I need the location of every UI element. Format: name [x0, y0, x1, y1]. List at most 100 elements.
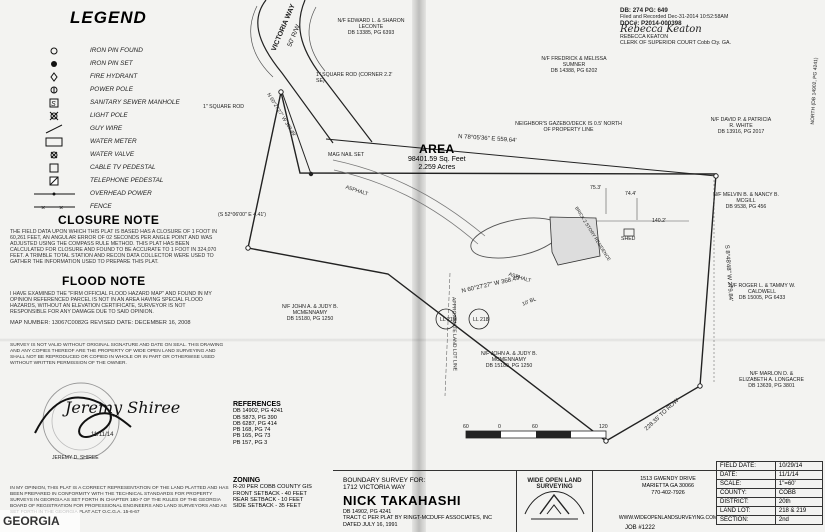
tie-line-label: (S 52°06'00" E 4.41')	[218, 212, 267, 218]
closure-note-title: CLOSURE NOTE	[58, 213, 160, 227]
manhole-icon: S	[49, 98, 59, 108]
legend-item-telephone: TELEPHONE PEDESTAL	[32, 175, 252, 187]
surveyor-signature: Jeremy Shiree	[65, 398, 181, 417]
area-acres: 2.259 Acres	[418, 164, 456, 171]
flood-map-number: MAP NUMBER: 13067C0082G REVISED DATE: DE…	[10, 320, 191, 326]
legend-item-fire-hydrant: FIRE HYDRANT	[32, 71, 252, 83]
iron-pin-marker-4	[697, 383, 703, 389]
iron-pin-marker-3	[713, 173, 719, 179]
filled-circle-icon	[51, 61, 57, 67]
legend-title: LEGEND	[70, 8, 147, 27]
road-curb-east	[308, 6, 326, 72]
reference-item: PB 165, PG 73	[233, 433, 271, 440]
seal-date: 11/11/14	[91, 432, 114, 438]
legend-item-cable-tv: CABLE TV PEDESTAL	[32, 162, 252, 174]
road-edge-east	[299, 0, 373, 143]
flood-note-title: FLOOD NOTE	[62, 274, 146, 288]
shed-footprint	[623, 228, 635, 237]
legend-item-overhead-power: OVERHEAD POWER	[32, 188, 252, 200]
lot-219-circle	[435, 308, 457, 330]
validity-note: SURVEY IS NOT VALID WITHOUT ORIGINAL SIG…	[10, 343, 224, 366]
survey-for-label: BOUNDARY SURVEY FOR:	[343, 477, 426, 484]
svg-text:S: S	[51, 101, 56, 108]
zoning-district: R-20 PER COBB COUNTY GIS	[233, 484, 312, 491]
field-date-row: FIELD DATE:10/29/14	[716, 461, 824, 471]
plat-data-table: FIELD DATE:10/29/14 DATE:11/1/14 SCALE:1…	[716, 461, 824, 525]
legend-label: IRON PIN SET	[90, 60, 133, 67]
legend-item-fence: ×× FENCE	[32, 201, 252, 213]
references-title: REFERENCES	[233, 401, 281, 408]
references-block: REFERENCES DB 14902, PG 4241 DB 5873, PG…	[233, 401, 283, 446]
scale-bar-segment-2	[536, 431, 571, 438]
lot-218-label: LL 218	[473, 317, 489, 323]
company-logo: WIDE OPEN LAND SURVEYING	[516, 471, 593, 532]
scale-label-120: 120	[599, 424, 608, 430]
guy-wire-icon	[45, 124, 63, 134]
company-address: 1513 GWENDY DRIVE	[640, 476, 696, 482]
lot-219-label: LL 219	[440, 317, 456, 323]
closure-note-text: THE FIELD DATA UPON WHICH THIS PLAT IS B…	[10, 229, 217, 265]
road-edge-west	[257, 0, 334, 144]
company-website: WWW.WIDEOPENLANDSURVEYING.COM	[618, 515, 718, 521]
iron-pin-marker-1	[278, 89, 284, 95]
svg-text:×: ×	[59, 205, 63, 212]
survey-record-info: DB 14902, PG 4241 TRACT C PER PLAT BY RI…	[343, 509, 513, 528]
frontage-line	[281, 91, 312, 175]
hydrant-icon	[50, 72, 58, 82]
table-value: 2nd	[774, 515, 824, 525]
svg-text:×: ×	[41, 205, 45, 212]
recording-filed: Filed and Recorded Dec-31-2014 10:52:58A…	[620, 14, 729, 21]
reference-item: DB 5873, PG 390	[233, 414, 277, 421]
survey-address: 1712 VICTORIA WAY	[343, 484, 406, 491]
legend-label: GUY WIRE	[90, 125, 123, 132]
legend-panel: LEGEND IRON PIN FOUND IRON PIN SET FIRE …	[8, 8, 273, 218]
table-label: COUNTY:	[716, 488, 776, 498]
legend-item-light-pole: LIGHT POLE	[32, 110, 252, 122]
table-label: DATE:	[716, 470, 776, 480]
mag-nail-label: MAG NAIL SET	[328, 152, 365, 158]
zoning-block: ZONING R-20 PER COBB COUNTY GIS FRONT SE…	[233, 477, 312, 510]
legend-label: SANITARY SEWER MANHOLE	[90, 99, 180, 106]
iron-pin-marker-5	[603, 438, 609, 444]
legend-item-iron-pin-found: IRON PIN FOUND	[32, 45, 252, 57]
north-boundary-line	[325, 138, 717, 177]
date-row: DATE:11/1/14	[716, 470, 824, 480]
pole-icon	[50, 86, 58, 94]
legend-label: WATER METER	[90, 138, 137, 145]
property-boundary	[247, 91, 717, 442]
surveyor-signature-mark	[34, 396, 132, 438]
flood-note-text: I HAVE EXAMINED THE "FIRM OFFICIAL FLOOD…	[10, 291, 212, 315]
table-label: FIELD DATE:	[716, 461, 776, 471]
shed-label: SHED	[621, 236, 636, 242]
area-square-feet: 98401.59 Sq. Feet	[408, 156, 466, 163]
scale-label-0: 0	[498, 424, 501, 430]
table-value: 20th	[774, 497, 824, 507]
legend-item-water-valve: WATER VALVE	[32, 149, 252, 161]
land-lot-line	[444, 272, 451, 397]
tract-reference: TRACT C PER PLAT BY RINGT-MCDUFF ASSOCIA…	[343, 515, 492, 522]
dimension-140: 140.2'	[652, 218, 666, 224]
fence-icon: ××	[34, 205, 75, 212]
road-curb-west	[250, 5, 274, 78]
section-row: SECTION:2nd	[716, 515, 824, 525]
legend-label: OVERHEAD POWER	[90, 190, 152, 197]
survey-for-block: BOUNDARY SURVEY FOR: 1712 VICTORIA WAY	[343, 477, 425, 491]
reference-item: PB 157, PG 3	[233, 439, 268, 446]
seal-surveyor-name: JEREMY D. SHIREE	[52, 455, 99, 461]
company-phone: 770-402-7926	[651, 489, 685, 496]
legend-label: POWER POLE	[90, 86, 133, 93]
legend-label: WATER VALVE	[90, 151, 135, 158]
table-label: SECTION:	[716, 515, 776, 525]
reference-item: PB 168, PG 74	[233, 427, 271, 434]
asphalt-drive-edge-2	[333, 169, 479, 245]
county-row: COUNTY:COBB	[716, 488, 824, 498]
recording-stamp: DB: 274 PG: 649 Filed and Recorded Dec-3…	[620, 7, 785, 66]
legend-label: IRON PIN FOUND	[90, 47, 143, 54]
side-setback: SIDE SETBACK - 35 FEET	[233, 503, 301, 510]
